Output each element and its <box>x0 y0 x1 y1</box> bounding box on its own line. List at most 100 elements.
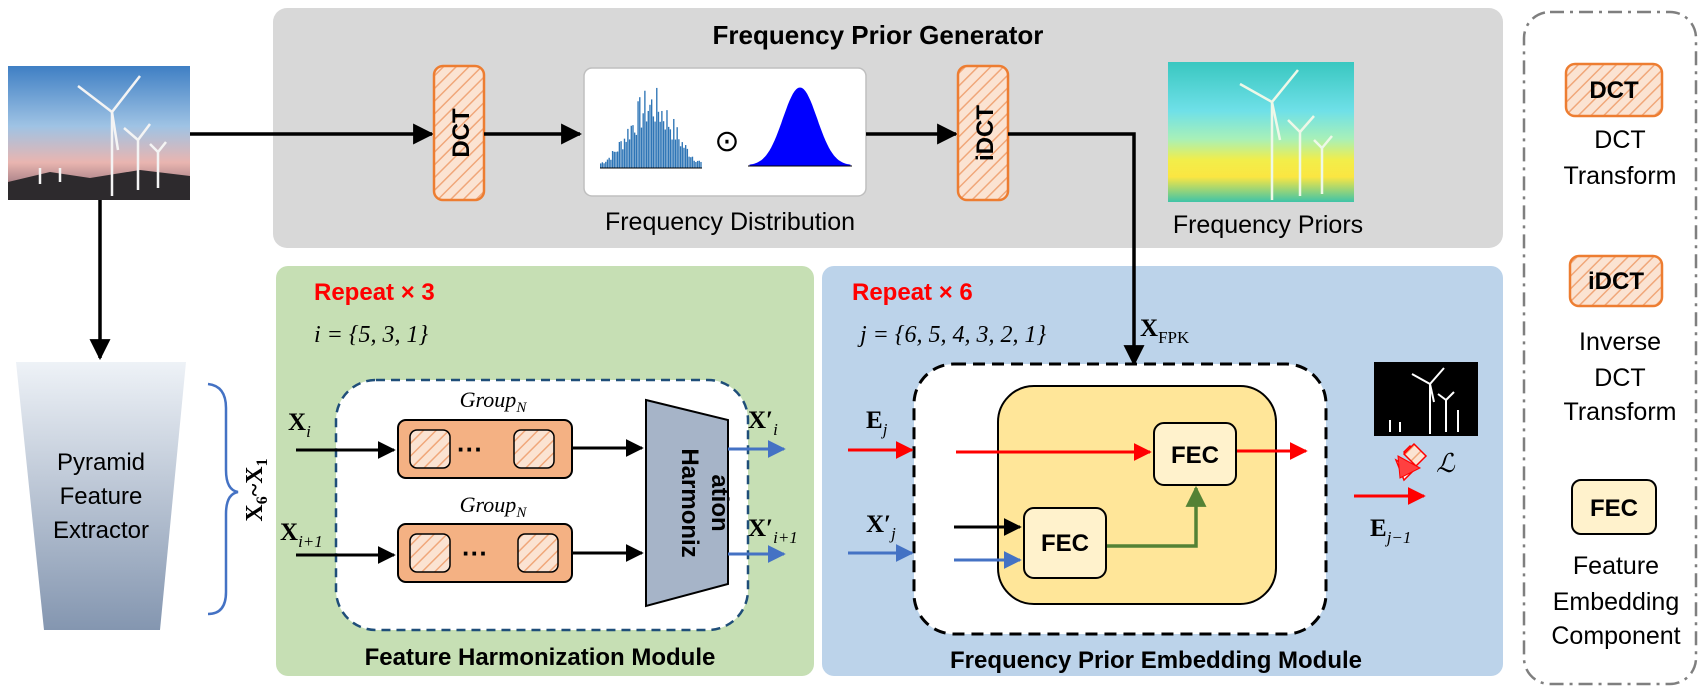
gaussian-curve <box>749 87 851 167</box>
histogram-bar <box>601 162 604 168</box>
histogram-bar <box>678 139 680 168</box>
histogram-bar <box>608 157 610 168</box>
histogram-bar <box>661 110 663 168</box>
histogram-bar <box>679 146 682 168</box>
histogram-bar <box>691 156 694 168</box>
histogram-bar <box>644 90 646 168</box>
frequency-priors-caption: Frequency Priors <box>1173 211 1363 239</box>
fpem-output-e: Ej−1 <box>1370 515 1411 547</box>
histogram-bar <box>659 121 661 168</box>
svg-text:···: ··· <box>462 538 488 568</box>
histogram-bar <box>639 97 641 168</box>
legend-dct-box: DCT <box>1564 62 1664 118</box>
histogram-bar <box>647 110 649 168</box>
dct-block-label: DCT <box>448 108 475 158</box>
histogram-bar <box>640 127 643 168</box>
histogram-bar <box>622 149 624 168</box>
histogram-bar <box>676 127 678 168</box>
histogram-bar <box>603 163 605 168</box>
histogram-bar <box>696 160 699 168</box>
input-image <box>8 66 190 200</box>
histogram-bar <box>698 160 700 168</box>
arrow-idct-to-fpem <box>1008 132 1145 367</box>
legend-idct-line1: Inverse <box>1579 328 1661 356</box>
histogram-bar <box>671 139 673 168</box>
fhm-input-top: Xi <box>288 409 311 441</box>
fpem-caption: Frequency Prior Embedding Module <box>950 647 1362 674</box>
fpem-repeat-label: Repeat × 6 <box>852 279 973 306</box>
histogram-bar <box>664 129 666 168</box>
frequency-distribution-caption: Frequency Distribution <box>605 208 855 236</box>
histogram-bar <box>690 157 692 168</box>
svg-text:···: ··· <box>457 434 483 464</box>
histogram-bar <box>668 126 670 168</box>
extractor-brace <box>207 382 239 616</box>
fhm-repeat-label: Repeat × 3 <box>314 279 435 306</box>
svg-text:FEC: FEC <box>1041 530 1089 557</box>
fhm-index-eq: i = {5, 3, 1} <box>314 322 428 348</box>
histogram-bar <box>652 116 655 168</box>
histogram-bar <box>666 110 668 168</box>
histogram-bar <box>627 128 629 168</box>
legend-dct-line2: Transform <box>1564 162 1677 190</box>
legend-idct-line3: Transform <box>1564 398 1677 426</box>
pyramid-feature-extractor: Pyramid Feature Extractor <box>16 362 186 630</box>
svg-text:iDCT: iDCT <box>1588 268 1644 295</box>
loss-symbol: ℒ <box>1436 449 1456 478</box>
svg-text:Harmoniz: Harmoniz <box>676 448 703 557</box>
legend-idct-line2: DCT <box>1594 364 1645 392</box>
histogram-bar <box>649 104 651 168</box>
legend-fec-box: FEC <box>1571 479 1657 535</box>
legend-dct-line1: DCT <box>1594 126 1645 154</box>
histogram-bar <box>615 151 617 168</box>
idct-block-label: iDCT <box>972 105 999 161</box>
histogram-bar <box>620 141 622 168</box>
fec-block-top: FEC <box>1153 422 1237 486</box>
arrow-green-fec-to-fec <box>1106 485 1207 548</box>
histogram-bar <box>685 145 687 168</box>
group-block-bottom: ··· <box>397 523 573 583</box>
histogram-bar <box>695 162 697 168</box>
mask-image <box>1374 362 1478 436</box>
histogram-bar <box>645 121 648 168</box>
histogram-bar <box>637 101 639 168</box>
histogram-bar <box>681 142 683 168</box>
extractor-range-label: X6~X1 <box>242 458 271 521</box>
legend-idct-box: iDCT <box>1568 254 1664 308</box>
extractor-line1: Pyramid <box>57 449 145 476</box>
histogram-bar <box>654 121 656 168</box>
fpem-input-x: X′j <box>866 511 896 543</box>
generator-title: Frequency Prior Generator <box>713 20 1044 50</box>
histogram-bar <box>635 134 638 168</box>
histogram-bar <box>618 141 621 168</box>
histogram-bar <box>623 138 626 168</box>
legend-fec-line1: Feature <box>1573 552 1659 580</box>
histogram-bar <box>606 159 609 168</box>
histogram-bar <box>617 151 619 168</box>
histogram-bar <box>625 141 627 168</box>
histogram-bar <box>673 118 675 168</box>
legend-fec-line3: Component <box>1551 622 1680 650</box>
fpem-input-e: Ej <box>866 407 888 439</box>
histogram-bar <box>683 147 685 168</box>
histogram-bar <box>613 151 615 168</box>
histogram-bar <box>630 125 632 168</box>
histogram-bar <box>657 111 660 168</box>
histogram-bar <box>700 161 702 168</box>
histogram-bar <box>651 99 653 168</box>
histogram-bar <box>686 148 689 168</box>
legend-panel <box>1522 10 1698 686</box>
harmonization-block: Harmoniz ation <box>645 398 733 608</box>
histogram-bar <box>688 156 690 168</box>
histogram-bar <box>662 121 665 168</box>
histogram <box>600 87 702 168</box>
svg-text:DCT: DCT <box>1589 77 1639 104</box>
fhm-output-bottom: X′i+1 <box>748 515 798 547</box>
histogram-bar <box>610 159 612 168</box>
histogram-bar <box>693 160 695 168</box>
fhm-caption: Feature Harmonization Module <box>365 644 716 671</box>
frequency-priors-image <box>1168 62 1354 202</box>
frequency-distribution-box: ⊙ <box>583 67 867 197</box>
svg-text:ation: ation <box>706 474 733 531</box>
